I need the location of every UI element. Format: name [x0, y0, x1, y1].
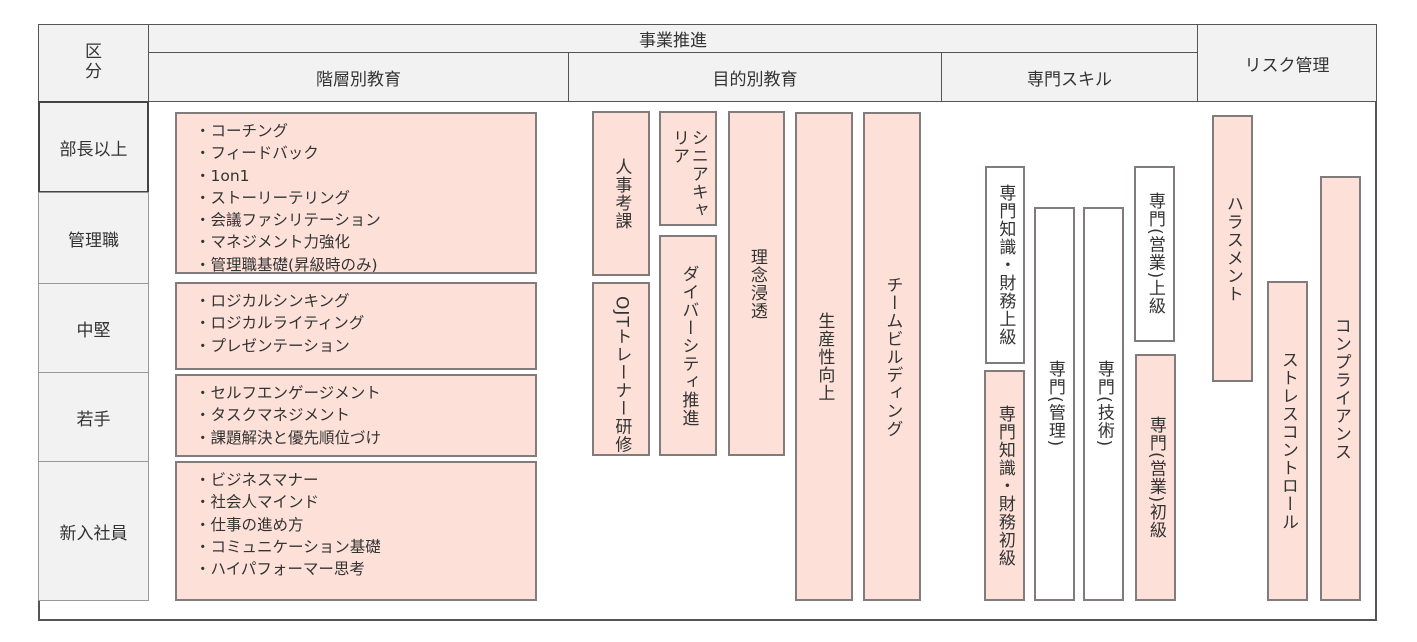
list-item: ・社会人マインド — [195, 493, 320, 512]
box-diversity: ダイバーシティ推進 — [659, 235, 717, 456]
list-item: ・コミュニケーション基礎 — [195, 537, 381, 556]
box-compliance: コンプライアンス — [1320, 176, 1361, 601]
box-stress-control: ストレスコントロール — [1267, 281, 1308, 601]
list-item: ・ハイパフォーマー思考 — [195, 560, 365, 579]
row-label-junior: 若手 — [38, 372, 149, 462]
list-item: ・ロジカルシンキング — [195, 292, 350, 310]
box-team-building: チームビルディング — [863, 112, 921, 601]
list-new: ・ビジネスマナー ・社会人マインド ・仕事の進め方 ・コミュニケーション基礎 ・… — [175, 461, 537, 601]
list-item: ・タスクマネジメント — [195, 406, 351, 425]
list-mid: ・ロジカルシンキング ・ロジカルライティング ・プレゼンテーション — [175, 282, 537, 370]
box-ojt-trainer: OJTトレーナー研修 — [592, 282, 650, 456]
list-item: ・マネジメント力強化 — [195, 233, 351, 252]
list-item: ・課題解決と優先順位づけ — [195, 428, 382, 447]
header-business: 事業推進 — [148, 24, 1198, 53]
list-item: ・フィードバック — [195, 144, 319, 163]
list-item: ・1on1 — [195, 166, 250, 185]
row-label-new: 新入社員 — [38, 461, 149, 601]
list-item: ・管理職基礎(昇級時のみ) — [195, 255, 378, 274]
box-sales-advanced: 専門(営業)上級 — [1134, 166, 1175, 342]
list-junior: ・セルフエンゲージメント ・タスクマネジメント ・課題解決と優先順位づけ — [175, 374, 537, 457]
list-item: ・ストーリーテリング — [195, 188, 351, 207]
header-hierarchy: 階層別教育 — [148, 52, 569, 102]
box-harassment: ハラスメント — [1212, 115, 1253, 382]
header-special: 専門スキル — [941, 52, 1198, 102]
box-productivity: 生産性向上 — [795, 112, 853, 601]
box-philosophy: 理念浸透 — [728, 111, 785, 456]
box-special-technical: 専門(技術) — [1083, 207, 1124, 601]
header-purpose: 目的別教育 — [568, 52, 942, 102]
list-item: ・仕事の進め方 — [195, 515, 304, 534]
row-label-manager: 管理職 — [38, 192, 149, 284]
header-risk: リスク管理 — [1197, 24, 1377, 102]
list-item: ・ビジネスマナー — [195, 471, 319, 489]
box-finance-advanced: 専門知識・財務上級 — [985, 166, 1025, 364]
row-label-director: 部長以上 — [38, 101, 149, 193]
list-item: ・ロジカルライティング — [195, 314, 365, 333]
box-finance-basic: 専門知識・財務初級 — [984, 370, 1025, 601]
list-item: ・会議ファシリテーション — [195, 211, 381, 230]
box-senior-career: シニアキャリア — [659, 111, 717, 226]
row-label-mid: 中堅 — [38, 283, 149, 373]
list-item: ・プレゼンテーション — [195, 336, 350, 355]
box-special-management: 専門(管理) — [1034, 207, 1075, 601]
list-item: ・コーチング — [195, 122, 289, 140]
box-sales-basic: 専門(営業)初級 — [1135, 354, 1176, 601]
box-hr-evaluation: 人事考課 — [592, 111, 650, 276]
header-category: 区分 — [38, 24, 149, 102]
list-item: ・セルフエンゲージメント — [195, 384, 381, 402]
list-management: ・コーチング ・フィードバック ・1on1 ・ストーリーテリング ・会議ファシリ… — [175, 112, 537, 274]
